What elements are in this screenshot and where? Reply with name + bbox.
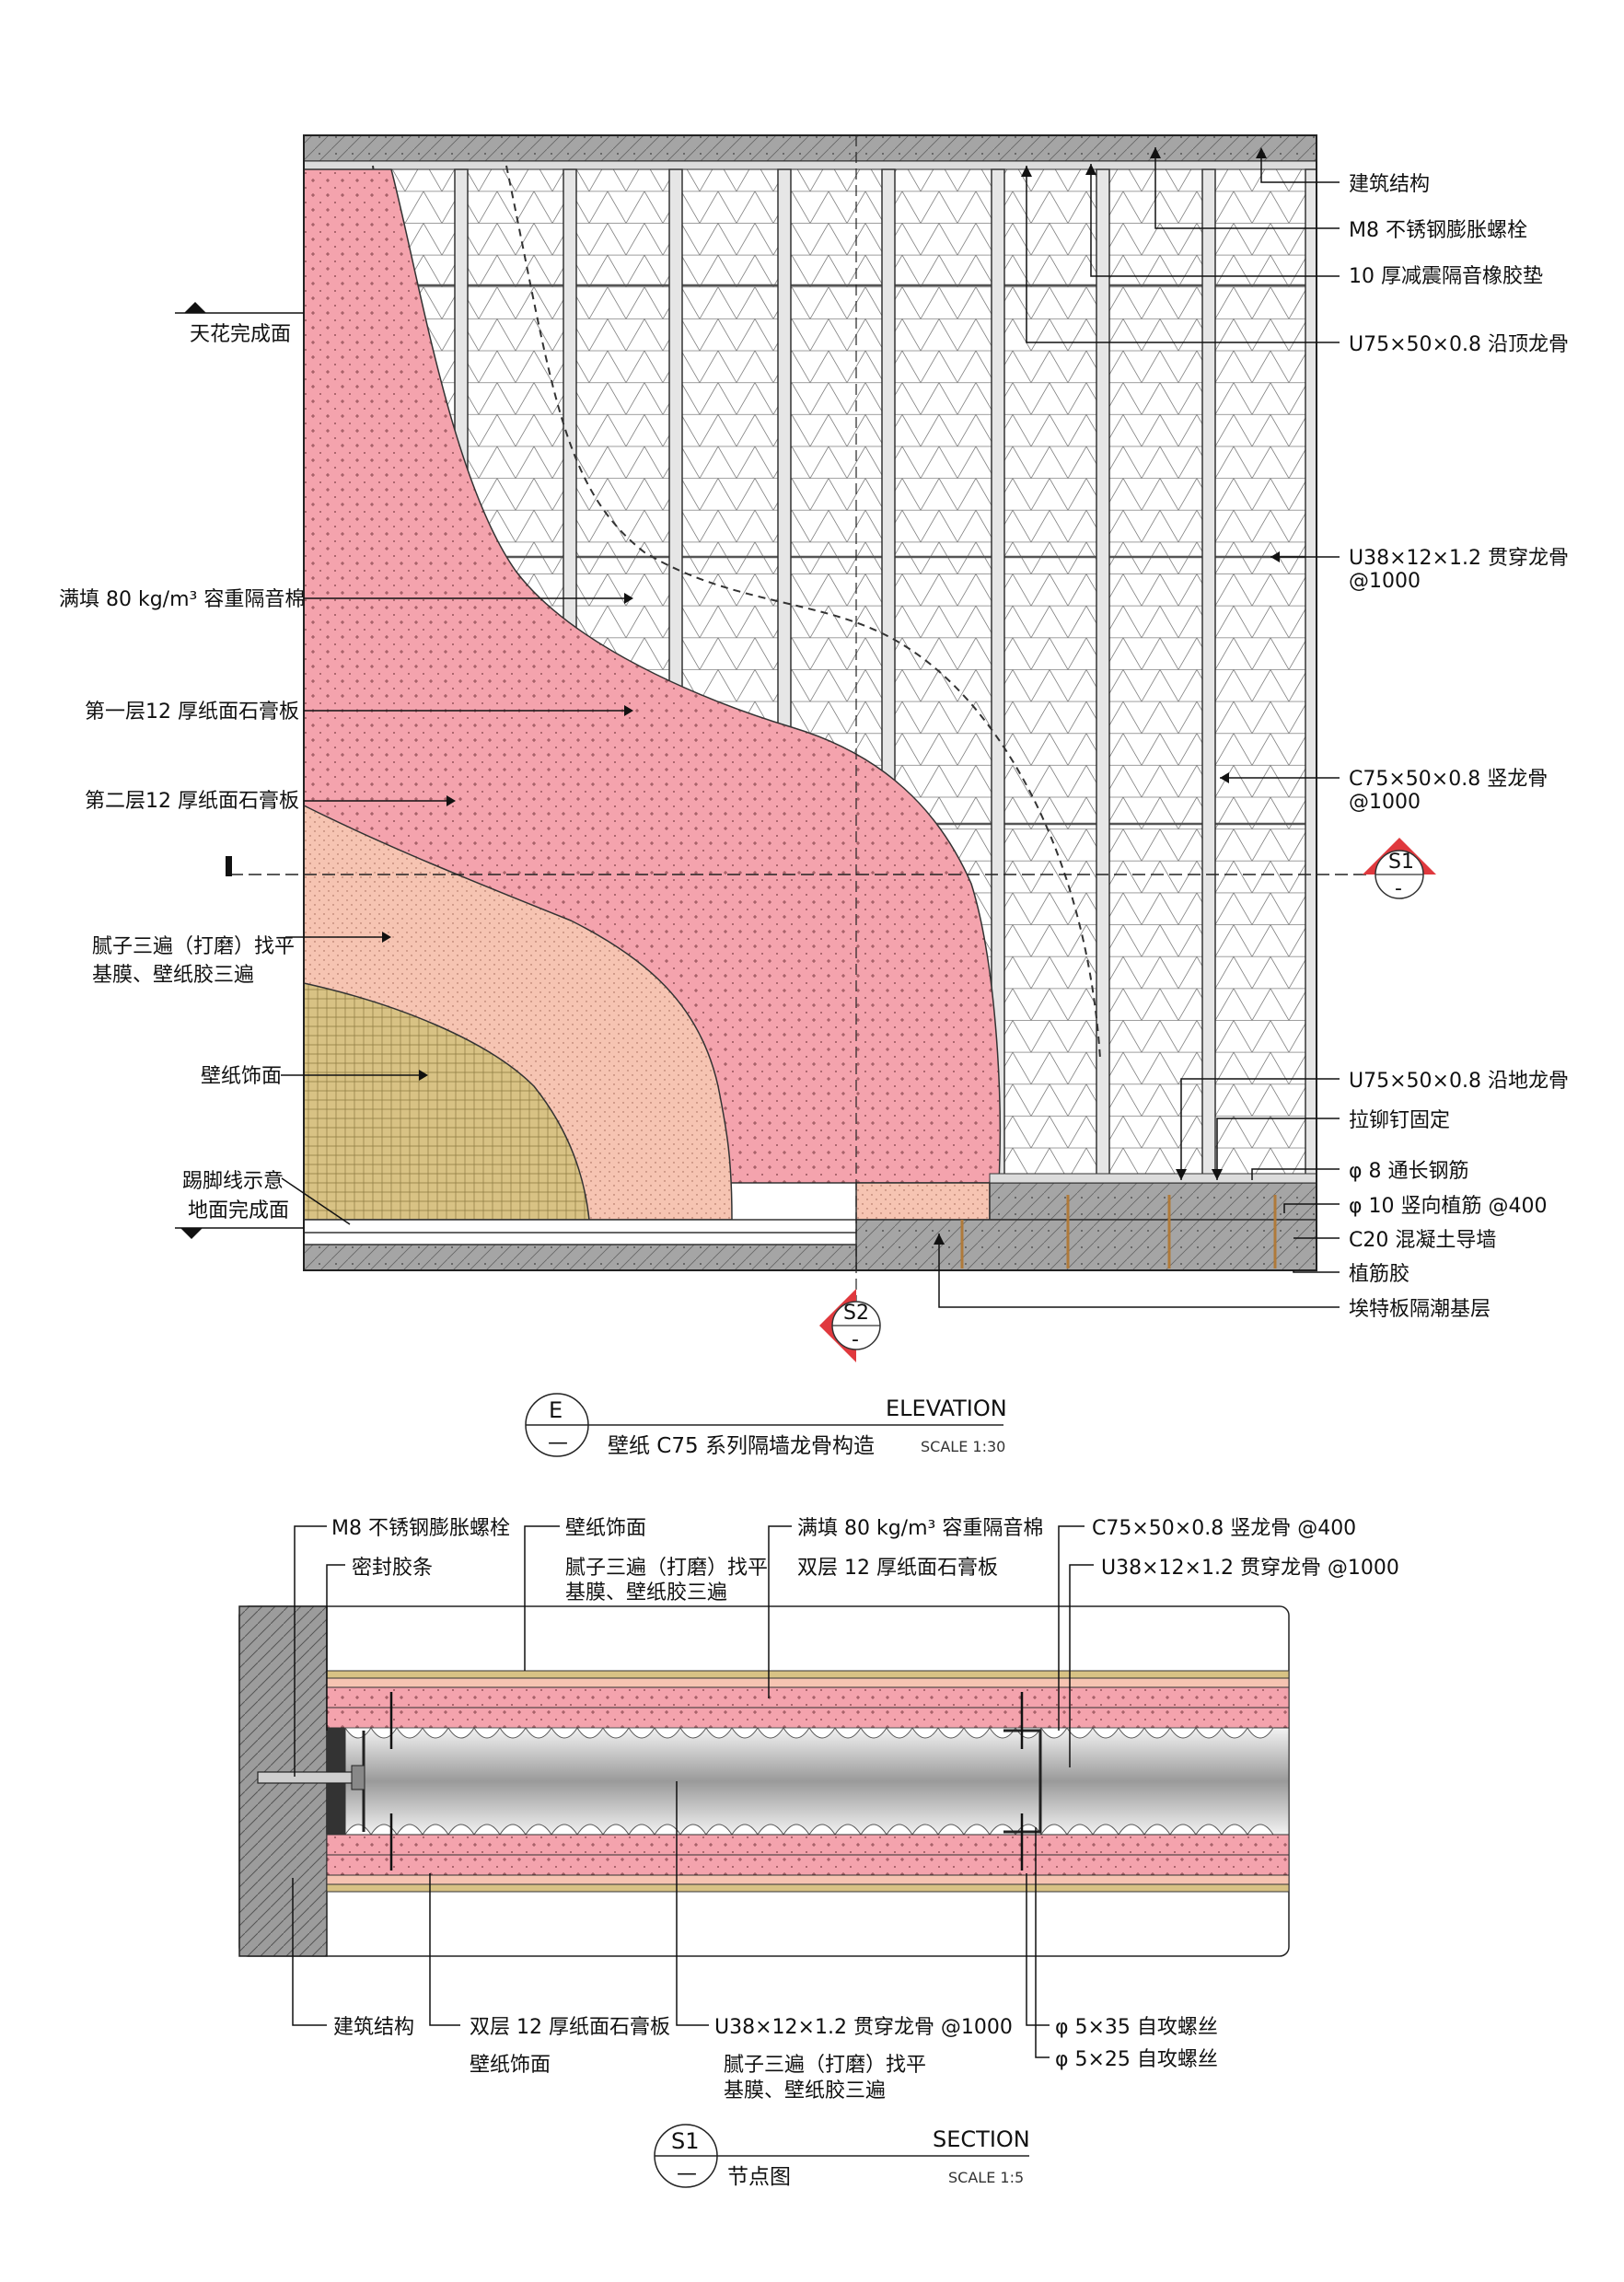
elevation-code-sub: —: [548, 1431, 568, 1454]
section-title-block: S1 — SECTION 节点图 SCALE 1:5: [654, 2124, 1030, 2189]
putty-label-line1: 腻子三遍（打磨）找平: [92, 935, 295, 958]
elevation-title-block: E — ELEVATION 壁纸 C75 系列隔墙龙骨构造 SCALE 1:30: [525, 1393, 1007, 1458]
board-layer2-label: 第二层12 厚纸面石膏板: [85, 790, 299, 813]
left-leaders: [281, 597, 624, 1225]
left-arrowheads: [382, 593, 633, 1081]
section-board-top-1: [326, 1686, 1290, 1709]
board-layer1-label: 第一层12 厚纸面石膏板: [85, 701, 299, 724]
section-board-bottom-2: [326, 1854, 1290, 1876]
section-scale: SCALE 1:5: [948, 2169, 1024, 2186]
wallpaper-area: [303, 982, 590, 1221]
wallpaper-label: 壁纸饰面: [201, 1065, 282, 1088]
elevation-title: 壁纸 C75 系列隔墙龙骨构造: [608, 1434, 875, 1458]
concrete-curb: [989, 1182, 1317, 1221]
section-double-board-label-top: 双层 12 厚纸面石膏板: [797, 1557, 998, 1580]
section-board-top-2: [326, 1707, 1290, 1729]
ceiling-level-marker: [175, 302, 304, 314]
section-putty-label-bottom-2: 基膜、壁纸胶三遍: [724, 2079, 886, 2102]
s2-marker-sub: -: [852, 1328, 859, 1351]
putty-label-line2: 基膜、壁纸胶三遍: [92, 964, 254, 987]
section-leaders-top: [294, 1525, 1094, 1777]
right-leaders: [938, 147, 1340, 1308]
section-marker-s1: S1 -: [1363, 838, 1436, 900]
screw-25-label: φ 5×25 自攻螺丝: [1055, 2048, 1218, 2071]
section-putty-label-top-1: 腻子三遍（打磨）找平: [565, 1557, 768, 1580]
elevation-drawing: 天花完成面 S1 - S2 -: [59, 134, 1569, 1362]
floor-finish-left: [303, 1219, 857, 1234]
section-wallpaper-bottom: [326, 1883, 1290, 1893]
stud-label-line1: C75×50×0.8 竖龙骨: [1349, 768, 1548, 791]
section-double-board-label-bottom: 双层 12 厚纸面石膏板: [470, 2016, 670, 2039]
section-screws: [389, 1692, 1024, 1871]
elevation-scale: SCALE 1:30: [921, 1438, 1005, 1455]
top-track: [303, 160, 1317, 170]
section-wallpaper-label-top: 壁纸饰面: [565, 1517, 646, 1540]
moisture-board: [855, 1182, 991, 1221]
section-putty-bottom: [326, 1874, 1290, 1885]
section-putty-label-bottom-1: 腻子三遍（打磨）找平: [724, 2054, 926, 2077]
section-stud-label: C75×50×0.8 竖龙骨 @400: [1092, 1517, 1356, 1540]
section-sealant-label: 密封胶条: [352, 1557, 433, 1580]
section-marker-s2: S2 -: [819, 1289, 881, 1362]
section-code: S1: [671, 2128, 700, 2154]
channel-label-line1: U38×12×1.2 贯穿龙骨: [1349, 547, 1569, 570]
rivet-label: 拉铆钉固定: [1349, 1109, 1450, 1132]
section-wool: [344, 1727, 1290, 1836]
floor-level-marker: [175, 1227, 304, 1239]
section-putty-top: [326, 1677, 1290, 1688]
s1-marker-id: S1: [1388, 851, 1414, 874]
floor-slab: [855, 1219, 1317, 1271]
elevation-tag: ELEVATION: [886, 1396, 1007, 1421]
anchor-glue-label: 植筋胶: [1349, 1263, 1409, 1286]
vertical-rebars: [960, 1195, 1277, 1268]
section-leaders-bottom: [292, 1781, 1050, 2058]
top-structure-slab: [303, 134, 1317, 162]
elevation-frame: [303, 134, 1317, 1271]
m8-bolt-label: M8 不锈钢膨胀螺栓: [1349, 219, 1527, 242]
section-channel-label-bottom: U38×12×1.2 贯穿龙骨 @1000: [714, 2016, 1013, 2039]
section-tag: SECTION: [933, 2126, 1030, 2152]
moisture-board-label: 埃特板隔潮基层: [1349, 1298, 1491, 1321]
s1-marker-sub: -: [1395, 877, 1402, 900]
section-title: 节点图: [727, 2165, 791, 2189]
section-wool-scallops-top: [344, 1727, 1274, 1739]
section-wool-label: 满填 80 kg/m³ 容重隔音棉: [797, 1517, 1043, 1540]
elevation-code: E: [549, 1397, 563, 1423]
rebar-vertical-label: φ 10 竖向植筋 @400: [1349, 1195, 1547, 1218]
channel-label-line2: @1000: [1349, 570, 1421, 593]
right-arrowheads: [934, 147, 1280, 1245]
floor-level-label: 地面完成面: [188, 1199, 289, 1222]
rebar-long-label: φ 8 通长钢筋: [1349, 1160, 1469, 1183]
section-wallpaper-top: [326, 1670, 1290, 1679]
section-board-bottom-1: [326, 1834, 1290, 1856]
section-bolt-label: M8 不锈钢膨胀螺栓: [331, 1517, 510, 1540]
section-code-sub: —: [677, 2162, 697, 2185]
top-track-label: U75×50×0.8 沿顶龙骨: [1349, 333, 1569, 356]
concrete-curb-label: C20 混凝土导墙: [1349, 1229, 1496, 1252]
ceiling-level-label: 天花完成面: [190, 323, 291, 346]
s2-marker-id: S2: [843, 1302, 869, 1325]
structure-label: 建筑结构: [1349, 173, 1430, 196]
acoustic-wool-label: 满填 80 kg/m³ 容重隔音棉: [59, 588, 305, 611]
screw-35-label: φ 5×35 自攻螺丝: [1055, 2016, 1218, 2039]
floor-slab-left: [303, 1244, 857, 1271]
stud-label-line2: @1000: [1349, 791, 1421, 814]
section-putty-label-top-2: 基膜、壁纸胶三遍: [565, 1581, 727, 1604]
section-drawing: M8 不锈钢膨胀螺栓 密封胶条 壁纸饰面 腻子三遍（打磨）找平 基膜、壁纸胶三遍…: [238, 1517, 1399, 2102]
section-channel-label-top: U38×12×1.2 贯穿龙骨 @1000: [1101, 1557, 1399, 1580]
section-bolt: [257, 1765, 365, 1790]
section-cut-tick: [226, 856, 232, 876]
section-structure-label: 建筑结构: [333, 2016, 414, 2039]
bottom-track-label: U75×50×0.8 沿地龙骨: [1349, 1070, 1569, 1093]
bottom-track: [989, 1173, 1317, 1184]
rubber-pad-label: 10 厚减震隔音橡胶垫: [1349, 265, 1543, 288]
section-wallpaper-label-bottom: 壁纸饰面: [470, 2054, 551, 2077]
skirting-label: 踢脚线示意: [182, 1170, 284, 1193]
